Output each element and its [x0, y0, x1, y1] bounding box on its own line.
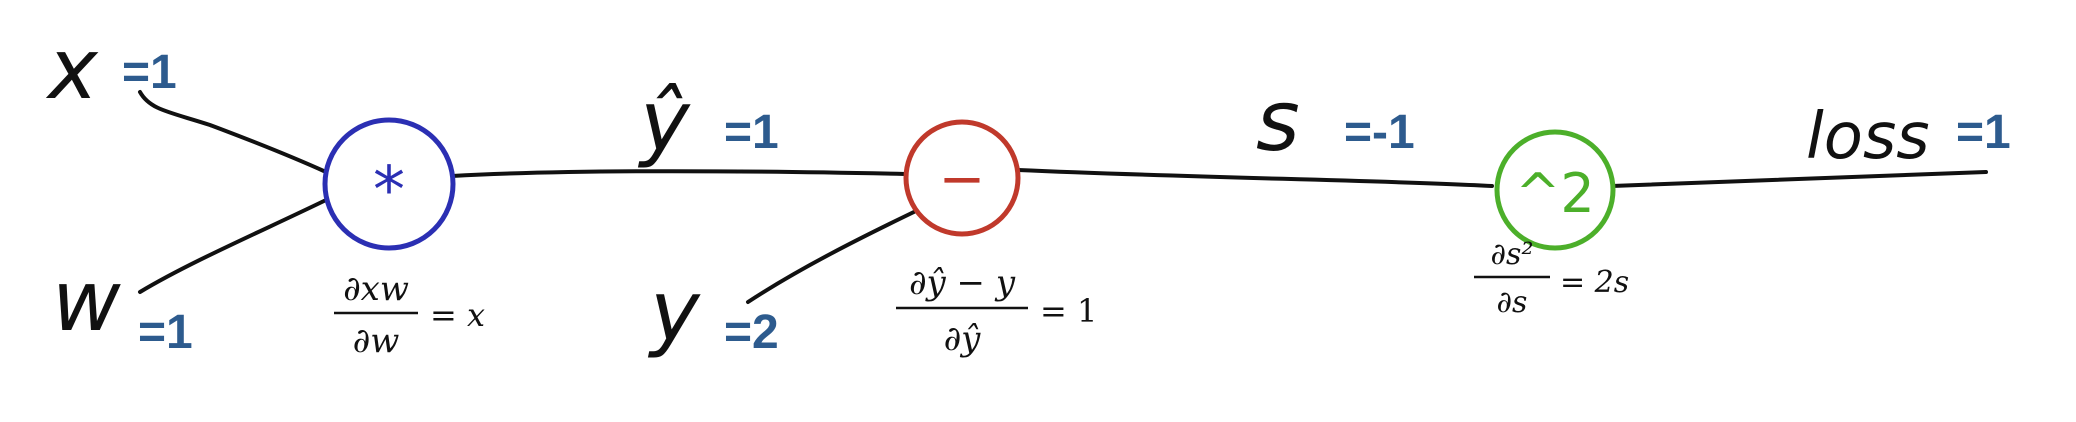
- yhat-value: =1: [724, 106, 779, 159]
- edge-y-to-subtract: [746, 208, 920, 304]
- multiply-symbol: *: [373, 154, 405, 228]
- input-y-label: y: [647, 262, 701, 360]
- input-w-value: =1: [138, 306, 193, 359]
- multiply-derivative-result: = x: [430, 296, 485, 334]
- square-node-circle: [1494, 129, 1616, 251]
- subtract-node: −: [903, 119, 1021, 237]
- square-node: ^2: [1494, 129, 1616, 251]
- multiply-derivative: ∂xw ∂w = x: [334, 269, 485, 361]
- subtract-node-circle: [903, 119, 1021, 237]
- input-y-value: =2: [724, 306, 779, 359]
- multiply-derivative-numerator: ∂xw: [343, 269, 409, 309]
- subtract-derivative-numerator: ∂ŷ − y: [909, 263, 1016, 303]
- s-value: =-1: [1344, 106, 1415, 159]
- edge-x-to-multiply: [138, 90, 328, 174]
- multiply-node-circle: [322, 117, 456, 251]
- subtract-derivative: ∂ŷ − y ∂ŷ = 1: [896, 263, 1097, 359]
- subtract-symbol: −: [939, 147, 986, 212]
- edge-w-to-multiply: [138, 198, 328, 294]
- square-derivative-denominator: ∂s: [1497, 285, 1528, 320]
- square-derivative-result: = 2s: [1560, 265, 1629, 300]
- subtract-derivative-result: = 1: [1040, 292, 1097, 330]
- yhat-label: ŷ: [637, 72, 691, 170]
- input-x-label: x: [45, 20, 99, 118]
- multiply-node: *: [322, 117, 456, 251]
- edge-s: [1016, 168, 1494, 188]
- input-w-label: w: [52, 252, 121, 350]
- subtract-derivative-denominator: ∂ŷ: [944, 319, 982, 359]
- edge-yhat: [450, 169, 907, 178]
- square-derivative-numerator: ∂s²: [1491, 237, 1534, 272]
- loss-label: loss: [1806, 100, 1930, 174]
- s-label: s: [1256, 72, 1300, 170]
- loss-value: =1: [1956, 106, 2011, 159]
- square-derivative: ∂s² ∂s = 2s: [1474, 237, 1629, 320]
- square-symbol: ^2: [1515, 162, 1595, 225]
- multiply-derivative-denominator: ∂w: [353, 321, 400, 361]
- edge-loss: [1610, 170, 1988, 188]
- input-x-value: =1: [122, 46, 177, 99]
